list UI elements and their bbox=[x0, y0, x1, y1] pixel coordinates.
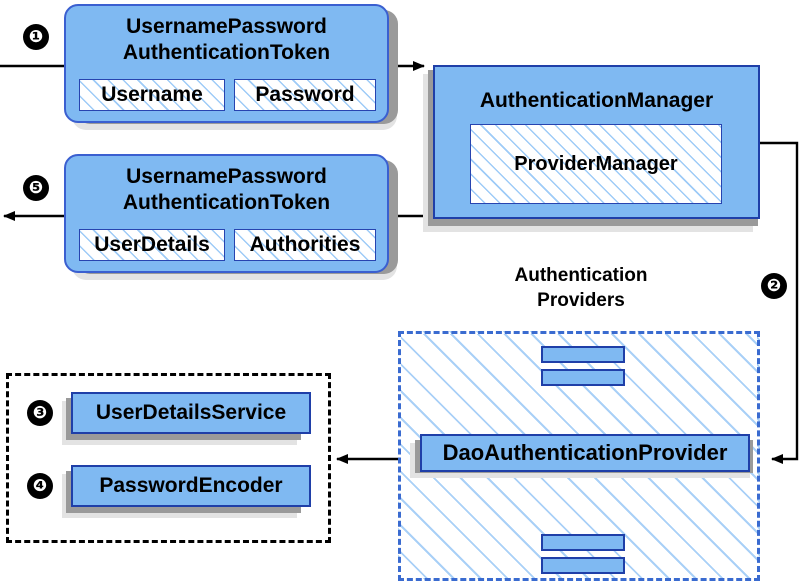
provider-manager-label: ProviderManager bbox=[514, 152, 678, 175]
username-field-box[interactable]: Username bbox=[79, 79, 225, 111]
password-encoder-label: PasswordEncoder bbox=[99, 474, 283, 497]
password-encoder-box[interactable]: PasswordEncoder bbox=[71, 465, 311, 507]
stub-provider-top-1[interactable] bbox=[541, 346, 625, 363]
token-response-title: UsernamePassword AuthenticationToken bbox=[66, 164, 387, 216]
provider-manager-inner-box[interactable]: ProviderManager bbox=[470, 124, 722, 204]
badge-step-4-number: ❹ bbox=[32, 475, 48, 496]
user-details-field-label: UserDetails bbox=[94, 233, 210, 256]
badge-step-1: ❶ bbox=[23, 24, 49, 50]
password-field-box[interactable]: Password bbox=[234, 79, 376, 111]
token-response-title-line1: UsernamePassword bbox=[126, 165, 327, 188]
user-details-field-box[interactable]: UserDetails bbox=[79, 229, 225, 261]
authorities-field-label: Authorities bbox=[249, 233, 361, 256]
badge-step-4: ❹ bbox=[27, 473, 53, 499]
user-details-service-label: UserDetailsService bbox=[95, 401, 287, 424]
badge-step-3: ❸ bbox=[27, 400, 53, 426]
stub-provider-bottom-2[interactable] bbox=[541, 557, 625, 574]
badge-step-5: ❺ bbox=[23, 175, 49, 201]
stub-provider-top-2[interactable] bbox=[541, 369, 625, 386]
badge-step-5-number: ❺ bbox=[28, 177, 44, 198]
authentication-providers-label: Authentication Providers bbox=[452, 263, 710, 313]
username-field-label: Username bbox=[101, 83, 203, 106]
dao-authentication-provider-box[interactable]: DaoAuthenticationProvider bbox=[420, 434, 750, 472]
token-response-title-line2: AuthenticationToken bbox=[122, 191, 331, 214]
token-request-title: UsernamePassword AuthenticationToken bbox=[66, 14, 387, 66]
authorities-field-box[interactable]: Authorities bbox=[234, 229, 376, 261]
arrow-manager-to-provider bbox=[760, 141, 799, 464]
providers-label-line1: Authentication bbox=[514, 265, 648, 286]
badge-step-1-number: ❶ bbox=[28, 26, 44, 47]
services-container bbox=[6, 373, 331, 543]
badge-step-2: ❷ bbox=[761, 273, 787, 299]
stub-provider-bottom-1[interactable] bbox=[541, 534, 625, 551]
dao-authentication-provider-label: DaoAuthenticationProvider bbox=[442, 440, 728, 465]
token-request-title-line1: UsernamePassword bbox=[126, 15, 327, 38]
badge-step-3-number: ❸ bbox=[32, 402, 48, 423]
password-field-label: Password bbox=[255, 83, 355, 106]
badge-step-2-number: ❷ bbox=[766, 275, 782, 296]
providers-label-line2: Providers bbox=[537, 290, 625, 311]
user-details-service-box[interactable]: UserDetailsService bbox=[71, 392, 311, 434]
authentication-manager-title: AuthenticationManager bbox=[479, 89, 714, 112]
token-request-title-line2: AuthenticationToken bbox=[122, 41, 331, 64]
